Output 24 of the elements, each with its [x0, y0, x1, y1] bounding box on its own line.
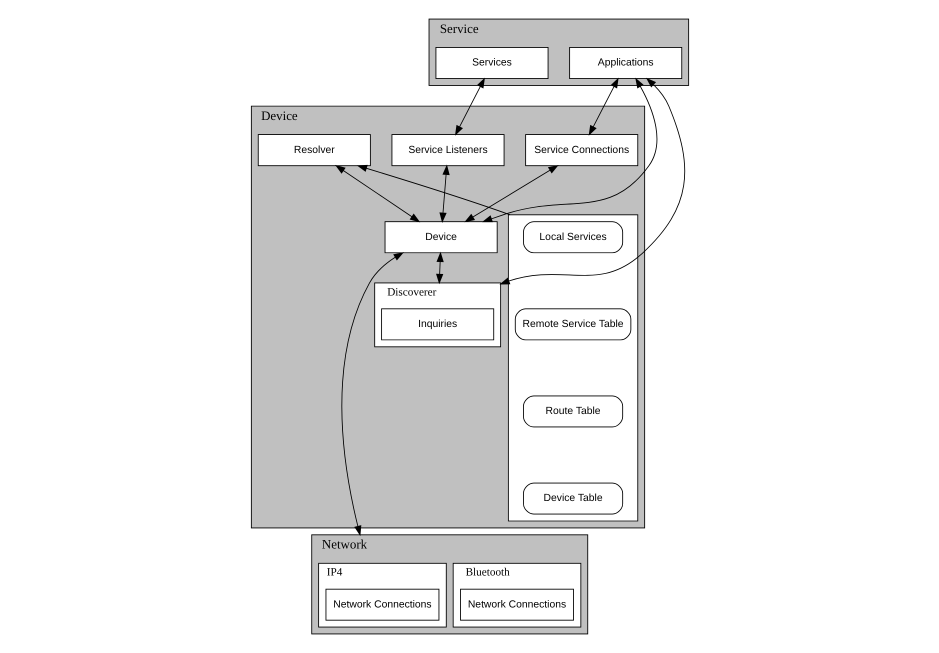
node-box: Network Connections — [460, 588, 574, 621]
node-box: Local Services — [522, 221, 623, 254]
arrow — [498, 78, 685, 284]
node-box: Remote Service Table — [514, 308, 631, 340]
node-box: Service Listeners — [391, 134, 504, 166]
arrow — [481, 78, 657, 222]
cluster — [507, 214, 638, 522]
node-box: Applications — [568, 47, 682, 79]
node-box: Service Connections — [524, 134, 638, 166]
node-box: Resolver — [257, 134, 370, 166]
arrow — [436, 252, 444, 284]
node-box: Network Connections — [325, 588, 439, 621]
node-box: Inquiries — [380, 308, 494, 340]
node-box: Route Table — [522, 396, 623, 428]
arrow — [356, 164, 510, 216]
arrow — [340, 252, 404, 536]
node-box: Device — [384, 221, 498, 254]
arrow — [588, 78, 618, 136]
node-box: Services — [435, 47, 548, 79]
arrow — [438, 164, 450, 223]
node-box: Device Table — [522, 482, 623, 515]
arrow — [464, 164, 558, 222]
arrow — [334, 164, 420, 222]
arrow — [454, 78, 484, 136]
